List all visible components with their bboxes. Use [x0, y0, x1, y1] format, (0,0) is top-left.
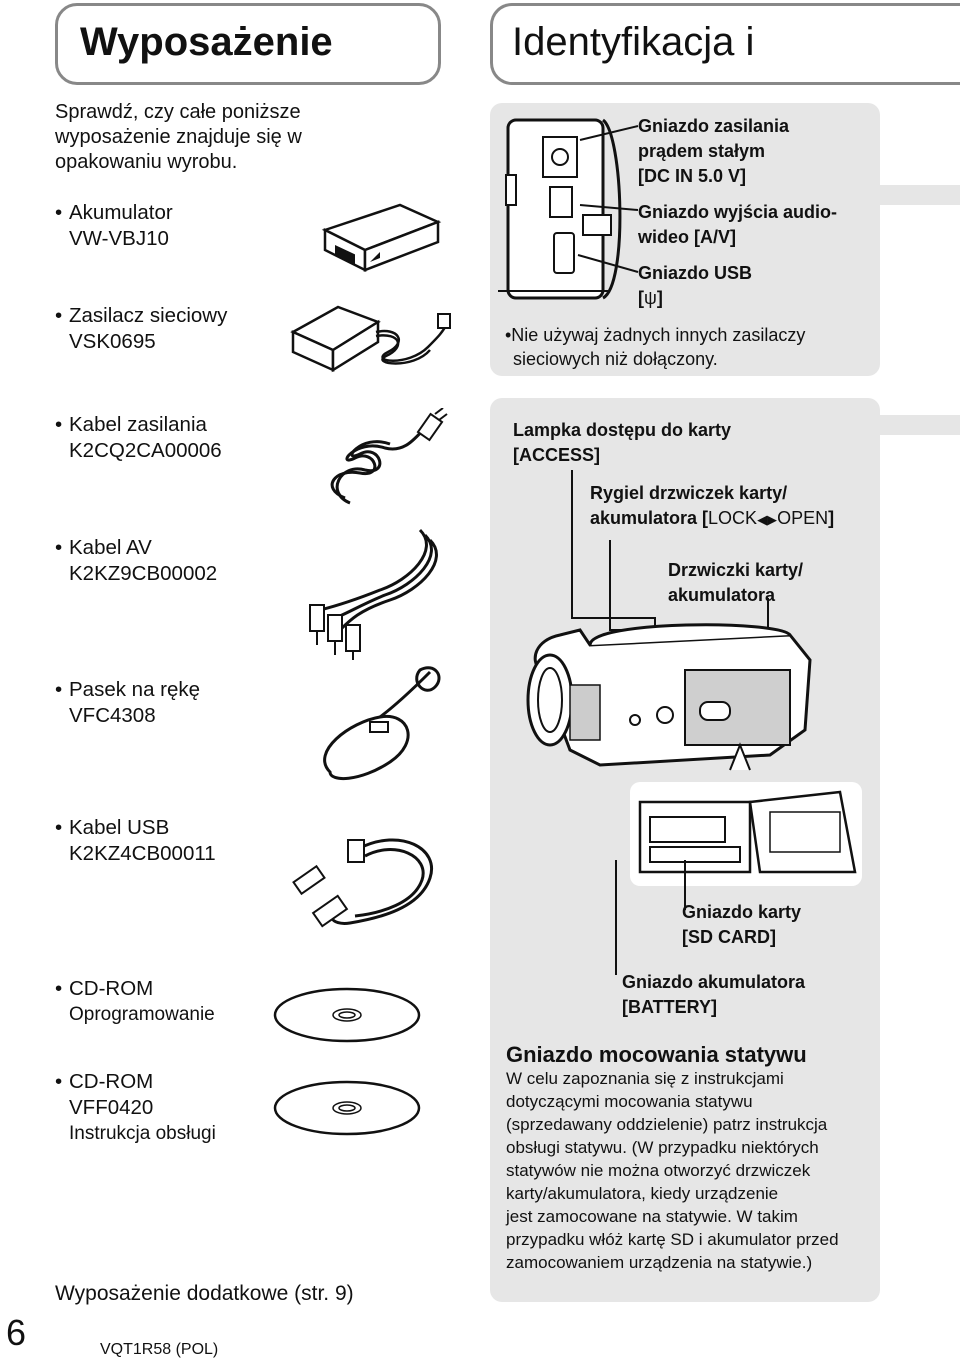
- usb-icon: ψ: [644, 288, 657, 308]
- list-item: •Zasilacz sieciowy VSK0695: [55, 304, 228, 353]
- sd-line1: Gniazdo karty: [682, 902, 802, 922]
- tripod-line: dotyczącymi mocowania statywu: [506, 1092, 753, 1111]
- ac-adaptor-image: [290, 305, 451, 373]
- item-code: K2KZ4CB00011: [69, 842, 216, 865]
- document-code: VQT1R58 (POL): [100, 1341, 219, 1358]
- section-title: Identyfikacja i: [512, 20, 755, 64]
- adaptor-note: •Nie używaj żadnych innych zasilaczy sie…: [505, 323, 805, 371]
- usb-cable-image: [292, 838, 433, 928]
- battery-slot-label: Gniazdo akumulatora [BATTERY]: [622, 970, 805, 1020]
- list-item: •CD-ROM Oprogramowanie: [55, 976, 215, 1028]
- camera-side-image: [498, 118, 622, 300]
- right-title-box: [490, 3, 960, 85]
- open-label: OPEN: [777, 508, 829, 528]
- battery-line2: [BATTERY]: [622, 997, 717, 1017]
- card-battery-slot-image: [630, 782, 862, 886]
- item-code: K2KZ9CB00002: [69, 562, 218, 585]
- item-code: K2CQ2CA00006: [69, 439, 222, 462]
- item-name: Pasek na rękę: [69, 678, 201, 701]
- optional-accessories-note: Wyposażenie dodatkowe (str. 9): [55, 1282, 354, 1305]
- tripod-line: przypadku włóż kartę SD i akumulator prz…: [506, 1230, 839, 1249]
- lock-label: LOCK: [708, 508, 758, 528]
- access-line2: [ACCESS]: [513, 445, 601, 465]
- item-code: VSK0695: [69, 330, 156, 353]
- item-name: Akumulator: [69, 201, 173, 224]
- intro-text: Sprawdź, czy całe poniższe wyposażenie z…: [55, 101, 302, 173]
- list-item: •Kabel zasilania K2CQ2CA00006: [55, 413, 222, 462]
- arrows-icon: ◀▶: [757, 512, 778, 527]
- note-line2: sieciowych niż dołączony.: [513, 349, 718, 369]
- page-title: Wyposażenie: [80, 20, 333, 64]
- access-lamp-label: Lampka dostępu do karty [ACCESS]: [513, 418, 731, 468]
- connector-leader-lines: [577, 125, 639, 273]
- item-name: CD-ROM: [69, 1070, 154, 1093]
- list-item: •CD-ROM VFF0420 Instrukcja obsługi: [55, 1069, 216, 1147]
- usb-bracket-open: [: [638, 288, 644, 308]
- item-code: VFF0420: [69, 1096, 154, 1119]
- tripod-line: (sprzedawany oddzielenie) patrz instrukc…: [506, 1115, 828, 1134]
- dc-in-line1: Gniazdo zasilania: [638, 116, 790, 136]
- slot-leader-lines: [615, 860, 686, 975]
- av-line1: Gniazdo wyjścia audio-: [638, 202, 838, 222]
- latch-line1: Rygiel drzwiczek karty/: [590, 483, 788, 503]
- tripod-heading: Gniazdo mocowania statywu: [506, 1042, 807, 1067]
- left-title-box: [55, 3, 441, 85]
- item-sub: Oprogramowanie: [69, 1004, 215, 1025]
- door-label: Drzwiczki karty/ akumulatora: [668, 558, 803, 608]
- note-line1: •Nie używaj żadnych innych zasilaczy: [505, 325, 806, 345]
- latch-label: Rygiel drzwiczek karty/ akumulatora [LOC…: [590, 481, 834, 532]
- av-cable-image: [309, 528, 438, 660]
- list-item: •Kabel AV K2KZ9CB00002: [55, 536, 218, 585]
- item-name: Zasilacz sieciowy: [69, 304, 228, 327]
- latch-line2: akumulatora [: [590, 508, 709, 528]
- tripod-text: W celu zapoznania się z instrukcjami dot…: [506, 1067, 866, 1274]
- list-item: •Kabel USB K2KZ4CB00011: [55, 816, 216, 865]
- item-name: Kabel zasilania: [69, 413, 207, 436]
- tripod-line: zamocowaniem urządzenia na statywie.): [506, 1253, 813, 1272]
- av-line2: wideo [A/V]: [638, 227, 736, 247]
- usb-line1: Gniazdo USB: [638, 263, 753, 283]
- dc-in-line2: prądem stałym: [638, 141, 766, 161]
- camera-bottom-image: [526, 470, 812, 771]
- sd-slot-label: Gniazdo karty [SD CARD]: [682, 900, 801, 950]
- cd-rom-software-image: [273, 987, 421, 1043]
- tripod-line: statywów nie można otworzyć drzwiczek: [506, 1161, 811, 1180]
- dc-in-label: Gniazdo zasilania prądem stałym [DC IN 5…: [638, 114, 789, 189]
- tripod-line: jest zamocowane na statywie. W takim: [506, 1207, 798, 1226]
- hand-strap-image: [323, 666, 441, 781]
- item-name: Kabel AV: [69, 536, 152, 559]
- usb-label: Gniazdo USB [ψ]: [638, 261, 752, 311]
- battery-image: [321, 203, 442, 273]
- side-tab: [880, 415, 960, 435]
- tripod-line: karty/akumulatora, kiedy urządzenie: [506, 1184, 779, 1203]
- dc-in-line3: [DC IN 5.0 V]: [638, 166, 747, 186]
- item-name: Kabel USB: [69, 816, 170, 839]
- item-code: VW-VBJ10: [69, 227, 169, 250]
- list-item: •Pasek na rękę VFC4308: [55, 678, 201, 727]
- latch-bracket-close: ]: [828, 508, 835, 528]
- list-item: •Akumulator VW-VBJ10: [55, 201, 173, 250]
- power-cable-image: [330, 408, 448, 505]
- door-line2: akumulatora: [668, 585, 776, 605]
- door-line1: Drzwiczki karty/: [668, 560, 804, 580]
- item-name: CD-ROM: [69, 977, 154, 1000]
- tripod-line: W celu zapoznania się z instrukcjami: [506, 1069, 784, 1088]
- cd-rom-instructions-image: [273, 1080, 421, 1136]
- tripod-line: obsługi statywu. (W przypadku niektórych: [506, 1138, 819, 1157]
- item-code: VFC4308: [69, 704, 156, 727]
- av-out-label: Gniazdo wyjścia audio- wideo [A/V]: [638, 200, 837, 250]
- side-tab: [880, 185, 960, 205]
- access-line1: Lampka dostępu do karty: [513, 420, 732, 440]
- usb-bracket-close: ]: [656, 288, 663, 308]
- page-number: 6: [6, 1312, 27, 1353]
- item-sub: Instrukcja obsługi: [69, 1123, 216, 1144]
- battery-line1: Gniazdo akumulatora: [622, 972, 806, 992]
- sd-line2: [SD CARD]: [682, 927, 776, 947]
